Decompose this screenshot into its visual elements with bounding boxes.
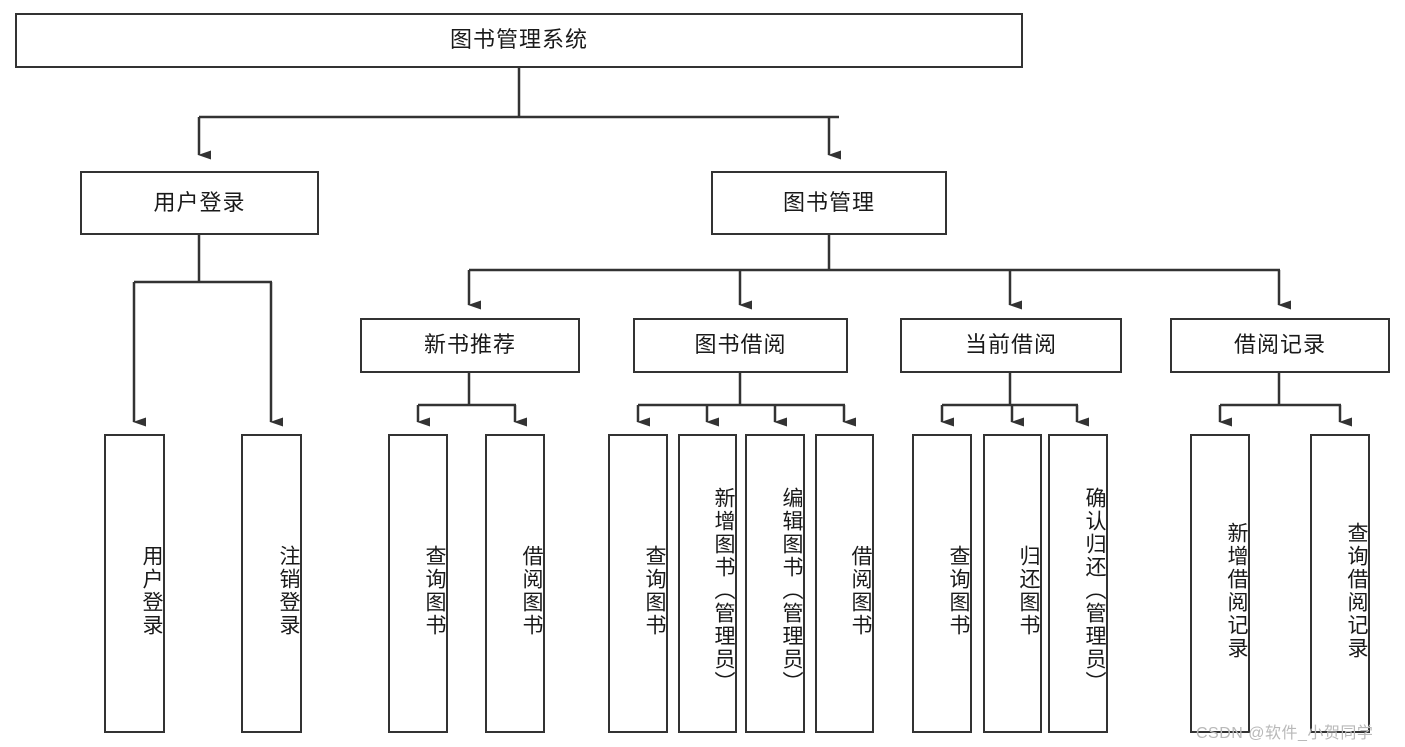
leaf-current-confirm-return-admin[interactable]: 确认归还（管理员） bbox=[1048, 434, 1108, 733]
leaf-newbook-borrow-book[interactable]: 借阅图书 bbox=[485, 434, 545, 733]
node-root[interactable]: 图书管理系统 bbox=[15, 13, 1023, 68]
leaf-borrow-add-book-admin[interactable]: 新增图书（管理员） bbox=[678, 434, 737, 733]
node-new-book-recommend[interactable]: 新书推荐 bbox=[360, 318, 580, 373]
leaf-record-add-record[interactable]: 新增借阅记录 bbox=[1190, 434, 1250, 733]
node-current-borrow[interactable]: 当前借阅 bbox=[900, 318, 1122, 373]
leaf-logout[interactable]: 注销登录 bbox=[241, 434, 302, 733]
csdn-watermark: CSDN @软件_小贺同学 bbox=[1196, 725, 1374, 742]
leaf-current-query-book[interactable]: 查询图书 bbox=[912, 434, 972, 733]
node-borrow-record[interactable]: 借阅记录 bbox=[1170, 318, 1390, 373]
leaf-borrow-edit-book-admin[interactable]: 编辑图书（管理员） bbox=[745, 434, 805, 733]
leaf-current-return-book[interactable]: 归还图书 bbox=[983, 434, 1042, 733]
leaf-borrow-query-book[interactable]: 查询图书 bbox=[608, 434, 668, 733]
node-user-login[interactable]: 用户登录 bbox=[80, 171, 319, 235]
leaf-borrow-borrow-book[interactable]: 借阅图书 bbox=[815, 434, 874, 733]
leaf-newbook-query-book[interactable]: 查询图书 bbox=[388, 434, 448, 733]
leaf-record-query-record[interactable]: 查询借阅记录 bbox=[1310, 434, 1370, 733]
node-book-management[interactable]: 图书管理 bbox=[711, 171, 947, 235]
node-book-borrow[interactable]: 图书借阅 bbox=[633, 318, 848, 373]
leaf-user-login[interactable]: 用户登录 bbox=[104, 434, 165, 733]
